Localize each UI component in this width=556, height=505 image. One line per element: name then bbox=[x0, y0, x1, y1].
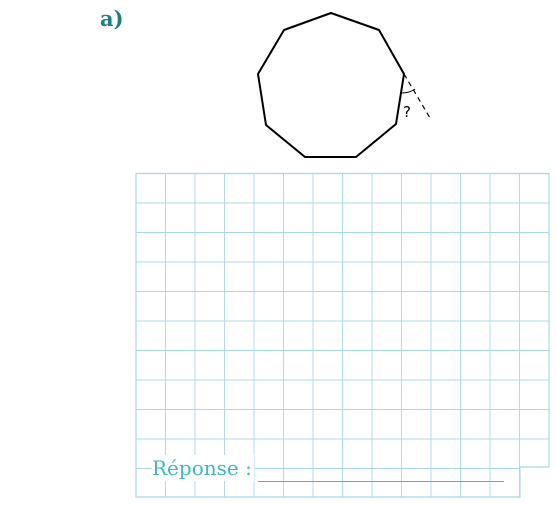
unknown-angle-mark: ? bbox=[403, 103, 411, 121]
grid-outline bbox=[135, 172, 550, 498]
exterior-angle-arc bbox=[400, 88, 416, 94]
answer-label: Réponse : bbox=[152, 455, 254, 481]
exercise-label: a) bbox=[100, 6, 124, 31]
nonagon-figure: ? bbox=[257, 12, 431, 158]
nonagon-outline bbox=[257, 12, 405, 158]
grid-lines bbox=[136, 173, 549, 497]
answer-input-line[interactable] bbox=[258, 481, 504, 482]
